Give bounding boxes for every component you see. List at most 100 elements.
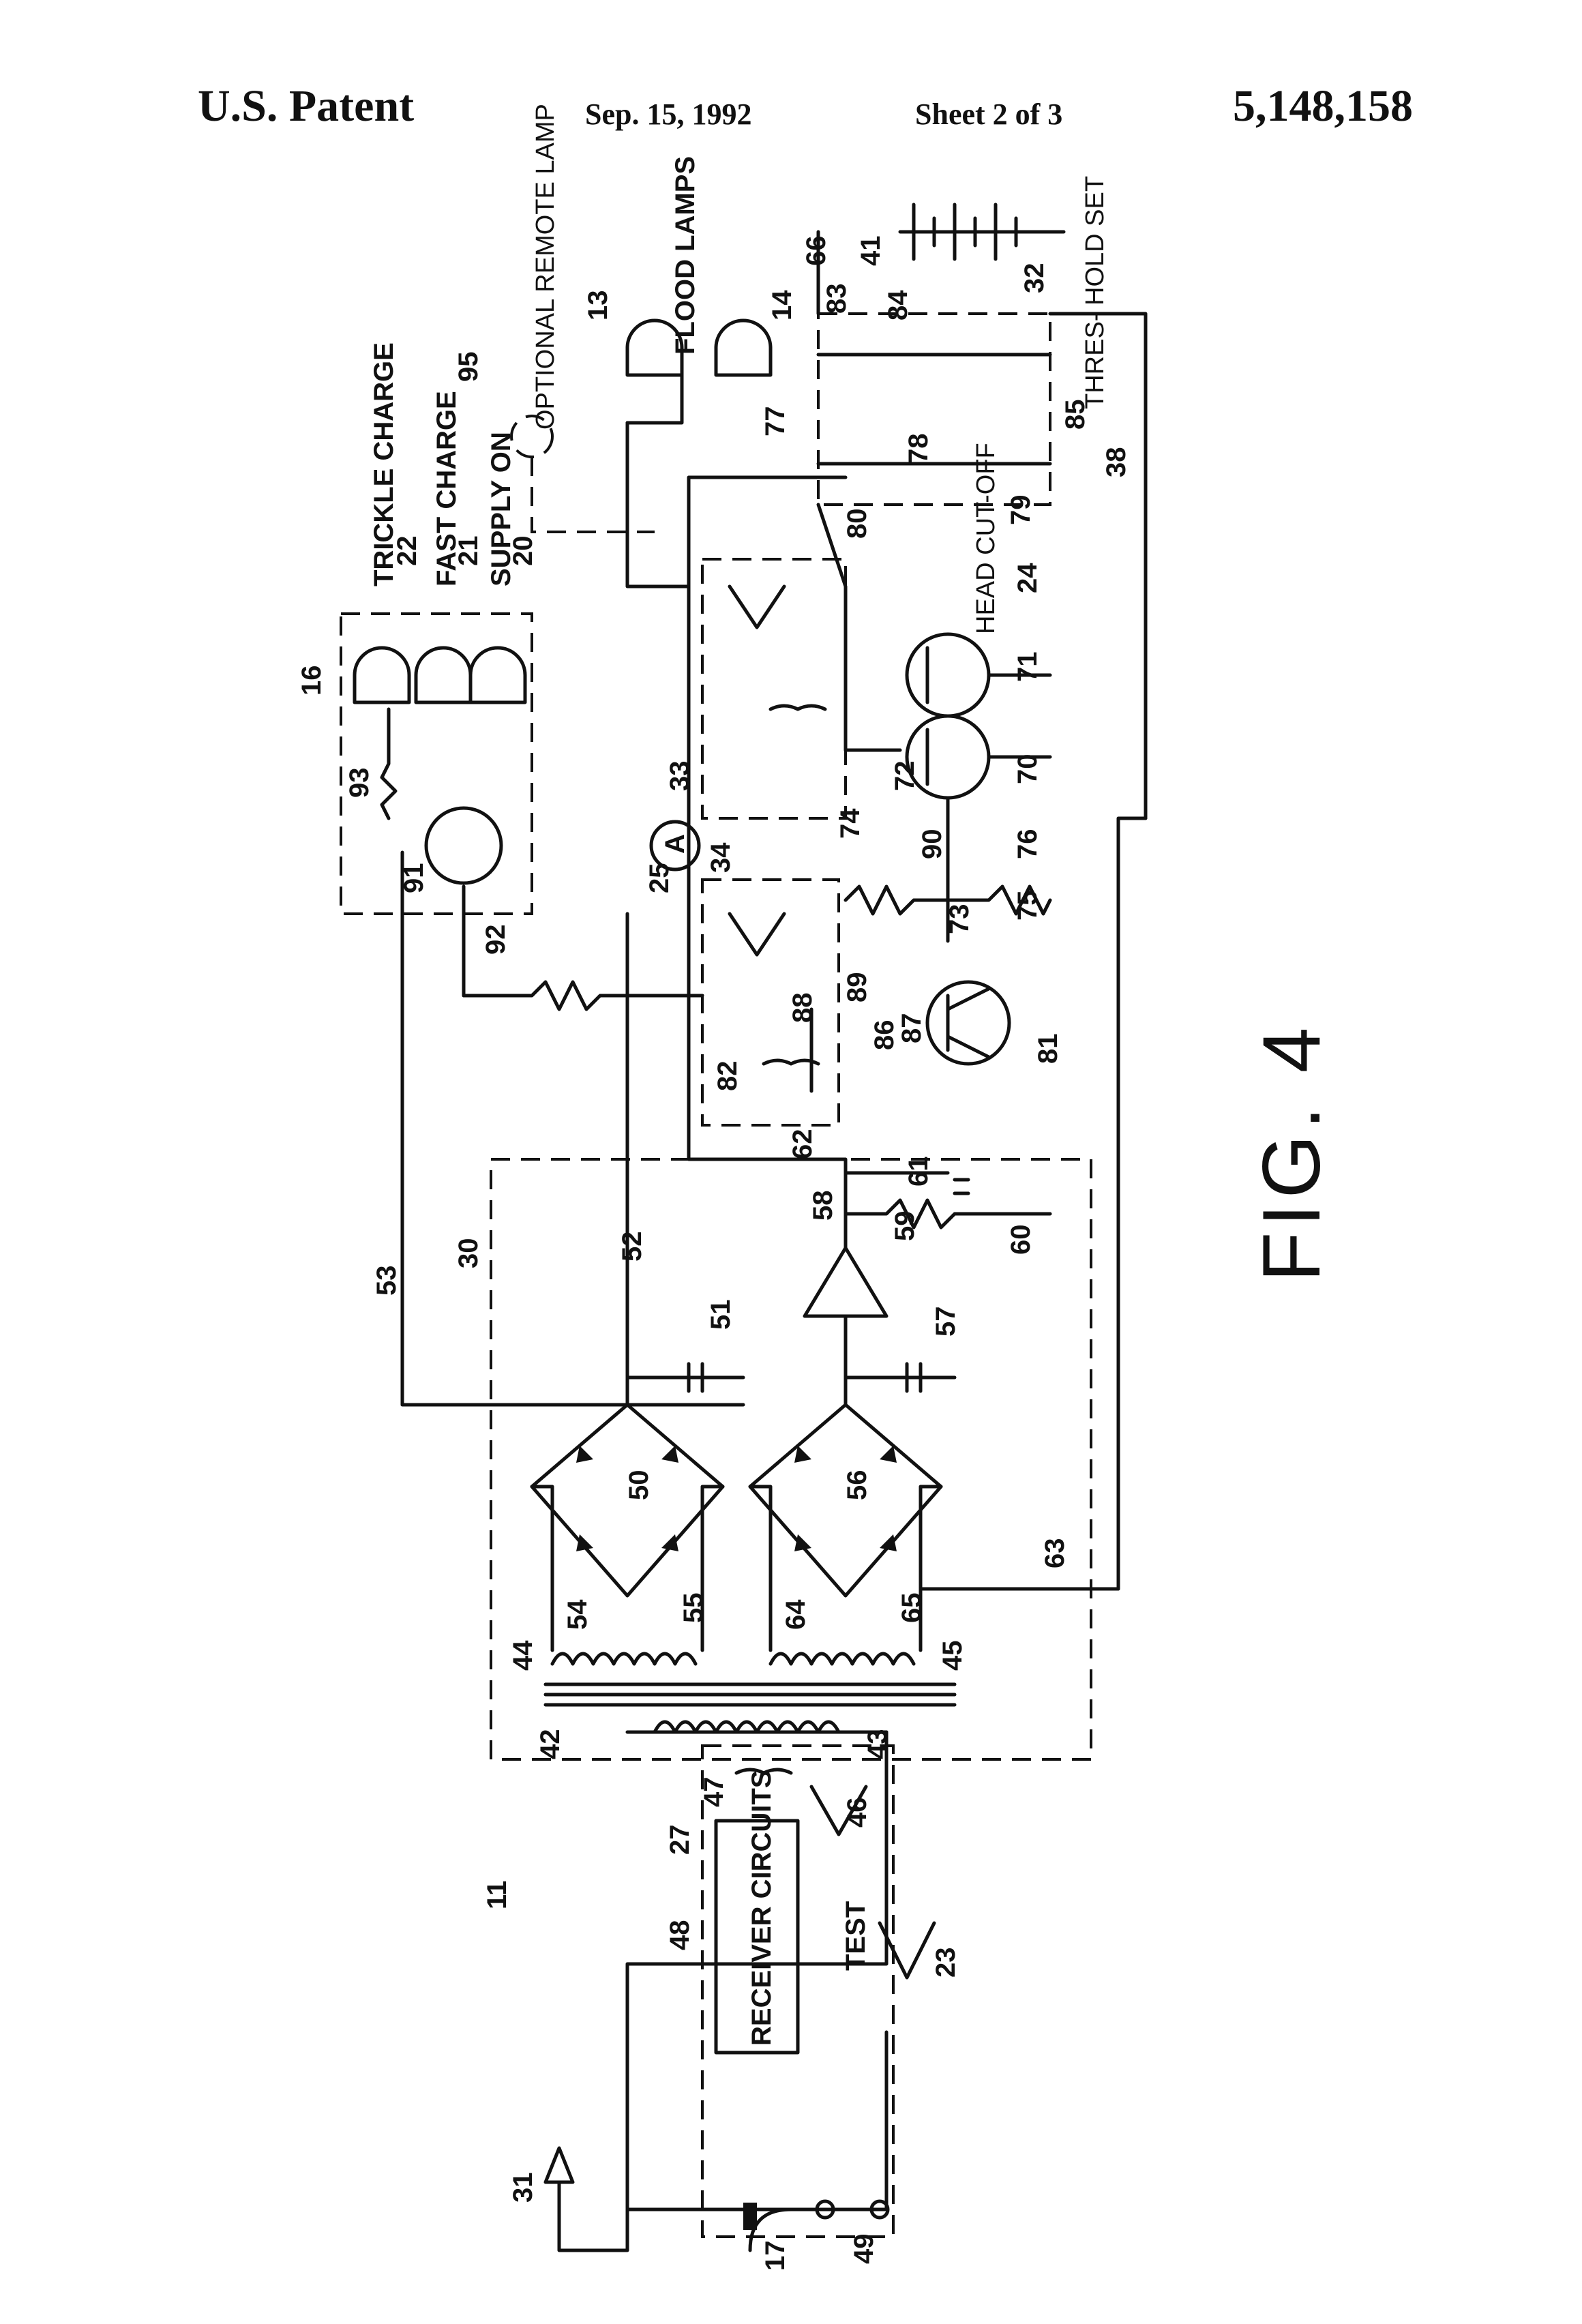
reference-numeral-24: 24 <box>1013 563 1043 593</box>
patent-number: 5,148,158 <box>1233 81 1413 131</box>
reference-numeral-51: 51 <box>706 1300 736 1330</box>
reference-numeral-41: 41 <box>856 236 886 267</box>
threshold-set-label: THRES- HOLD SET <box>1081 176 1109 409</box>
reference-numeral-56: 56 <box>842 1470 872 1501</box>
sheet-number: Sheet 2 of 3 <box>915 98 1063 131</box>
reference-numeral-54: 54 <box>563 1599 593 1630</box>
reference-numeral-73: 73 <box>944 904 974 935</box>
reference-numeral-50: 50 <box>624 1470 654 1501</box>
reference-numeral-84: 84 <box>883 290 913 321</box>
reference-numeral-25: 25 <box>644 863 674 894</box>
reference-numeral-60: 60 <box>1006 1225 1036 1255</box>
reference-numeral-23: 23 <box>931 1948 961 1978</box>
reference-numeral-72: 72 <box>890 761 920 792</box>
reference-numeral-80: 80 <box>842 509 872 539</box>
reference-numeral-59: 59 <box>890 1211 920 1242</box>
relay-33-block <box>701 558 847 820</box>
reference-numeral-16: 16 <box>297 666 327 696</box>
reference-numeral-83: 83 <box>822 284 852 314</box>
reference-numeral-57: 57 <box>931 1307 961 1337</box>
ammeter-label: A <box>660 834 690 854</box>
reference-numeral-88: 88 <box>788 993 818 1024</box>
reference-numeral-75: 75 <box>1013 891 1043 921</box>
reference-numeral-91: 91 <box>399 863 429 894</box>
reference-numeral-31: 31 <box>508 2173 538 2203</box>
reference-numeral-58: 58 <box>808 1191 838 1221</box>
reference-numeral-32: 32 <box>1019 263 1049 294</box>
reference-numeral-33: 33 <box>665 761 695 792</box>
main-ref-number: 11 <box>482 1881 512 1909</box>
patent-title: U.S. Patent <box>198 81 415 131</box>
reference-numeral-76: 76 <box>1013 829 1043 860</box>
labels: TRICKLE CHARGE FAST CHARGE SUPPLY ON OPT… <box>369 104 1109 634</box>
reference-numeral-22: 22 <box>392 536 422 567</box>
transformer-core <box>543 1682 957 1707</box>
reference-numeral-17: 17 <box>760 2241 790 2271</box>
transistor-71 <box>905 632 991 718</box>
receiver-circuits-block: RECEIVER CIRCUITS TEST <box>543 1720 936 2252</box>
flood-lamps-label: FLOOD LAMPS <box>670 156 700 355</box>
bridge-rectifier-50 <box>530 1375 725 1652</box>
reference-numeral-87: 87 <box>897 1013 927 1044</box>
threshold-block-38 <box>816 312 1052 506</box>
transistor-81 <box>925 980 1011 1066</box>
reference-numeral-92: 92 <box>481 925 511 955</box>
reference-numeral-38: 38 <box>1101 447 1131 478</box>
reference-numeral-27: 27 <box>665 1825 695 1856</box>
reference-numeral-46: 46 <box>842 1798 872 1828</box>
reference-numeral-95: 95 <box>453 352 483 383</box>
reference-numeral-81: 81 <box>1033 1034 1063 1064</box>
reference-numeral-62: 62 <box>788 1129 818 1160</box>
reference-numeral-48: 48 <box>665 1920 695 1951</box>
reference-numeral-49: 49 <box>849 2234 879 2265</box>
reference-numeral-71: 71 <box>1013 652 1043 683</box>
reference-numeral-82: 82 <box>713 1061 743 1092</box>
indicator-panel-16 <box>340 612 533 915</box>
relay-34-block <box>701 878 840 1127</box>
reference-numeral-47: 47 <box>699 1777 729 1808</box>
reference-numeral-66: 66 <box>801 236 831 267</box>
reference-numeral-21: 21 <box>453 536 483 567</box>
supply-on-label: SUPPLY ON <box>486 432 516 586</box>
reference-numeral-13: 13 <box>583 290 613 321</box>
bridge-rectifier-56 <box>748 1375 943 1652</box>
receiver-circuits-label: RECEIVER CIRCUITS <box>747 1770 777 2046</box>
reference-numeral-89: 89 <box>842 972 872 1003</box>
reference-numeral-70: 70 <box>1013 754 1043 785</box>
flood-lamps <box>625 318 773 589</box>
reference-numeral-90: 90 <box>917 829 947 860</box>
battery-32 <box>898 203 1066 261</box>
reference-numeral-44: 44 <box>508 1640 538 1671</box>
reference-numeral-20: 20 <box>508 536 538 567</box>
reference-numeral-63: 63 <box>1040 1538 1070 1569</box>
trickle-charge-label: TRICKLE CHARGE <box>369 342 399 586</box>
fast-charge-label: FAST CHARGE <box>432 391 462 586</box>
reference-numeral-79: 79 <box>1006 495 1036 526</box>
reference-numeral-43: 43 <box>863 1729 893 1760</box>
reference-numeral-86: 86 <box>869 1020 899 1051</box>
reference-numeral-77: 77 <box>760 406 790 437</box>
reference-numeral-34: 34 <box>706 842 736 873</box>
reference-numeral-30: 30 <box>453 1238 483 1269</box>
test-label: TEST <box>841 1901 871 1971</box>
patent-date: Sep. 15, 1992 <box>585 98 752 131</box>
reference-numeral-45: 45 <box>938 1641 968 1671</box>
reference-numeral-42: 42 <box>535 1729 565 1760</box>
ammeter-25: A <box>649 820 701 872</box>
reference-numeral-78: 78 <box>904 434 934 464</box>
reference-numeral-65: 65 <box>897 1593 927 1624</box>
reference-numeral-64: 64 <box>781 1599 811 1630</box>
head-cutoff-label: HEAD CUT-OFF <box>972 443 1000 634</box>
reference-numeral-93: 93 <box>344 768 374 799</box>
amplifier-58 <box>803 1246 889 1318</box>
reference-numeral-52: 52 <box>617 1232 647 1262</box>
reference-numeral-14: 14 <box>767 290 797 321</box>
reference-numeral-74: 74 <box>835 808 865 839</box>
reference-numeral-61: 61 <box>904 1157 934 1187</box>
figure-caption: FIG. 4 <box>1246 1022 1337 1282</box>
reference-numeral-55: 55 <box>678 1593 708 1624</box>
reference-numeral-53: 53 <box>372 1266 402 1296</box>
reference-numeral-85: 85 <box>1060 400 1090 430</box>
optional-remote-lamp-label: OPTIONAL REMOTE LAMP <box>531 104 560 430</box>
